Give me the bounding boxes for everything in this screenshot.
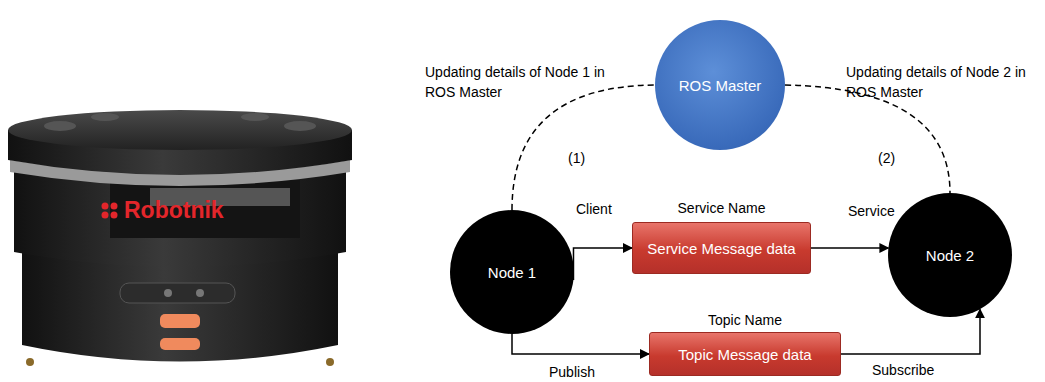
edge-label: Subscribe xyxy=(870,360,936,380)
message-box: Topic NameTopic Message data xyxy=(649,312,841,376)
message-arrow xyxy=(573,248,632,280)
node-circle: Node 2 xyxy=(888,193,1012,317)
node-label: Node 1 xyxy=(488,264,536,281)
edge-label: Client xyxy=(574,199,614,219)
edge-label: Publish xyxy=(547,362,597,382)
master-circle: ROS Master xyxy=(655,20,785,150)
red-box: Topic Message data xyxy=(649,332,841,376)
edge-label: (2) xyxy=(876,148,897,168)
node-label: Node 2 xyxy=(926,247,974,264)
box-label: Topic Message data xyxy=(668,346,821,363)
message-arrow xyxy=(811,247,888,249)
box-heading: Topic Name xyxy=(649,312,841,328)
registration-link xyxy=(512,85,655,210)
note-text: Updating details of Node 1 in ROS Master xyxy=(425,62,609,103)
message-box: Service NameService Message data xyxy=(632,200,811,274)
registration-link xyxy=(785,85,950,193)
message-arrow xyxy=(512,334,649,354)
node-circle: Node 1 xyxy=(450,210,574,334)
node-label: ROS Master xyxy=(679,77,762,94)
edge-label: Service xyxy=(846,201,897,221)
red-box: Service Message data xyxy=(632,222,811,274)
brand-logo: Robotnik xyxy=(124,197,224,224)
edge-label: (1) xyxy=(566,148,587,168)
note-text: Updating details of Node 2 in ROS Master xyxy=(846,62,1030,103)
box-label: Service Message data xyxy=(637,240,805,257)
box-heading: Service Name xyxy=(632,200,811,216)
